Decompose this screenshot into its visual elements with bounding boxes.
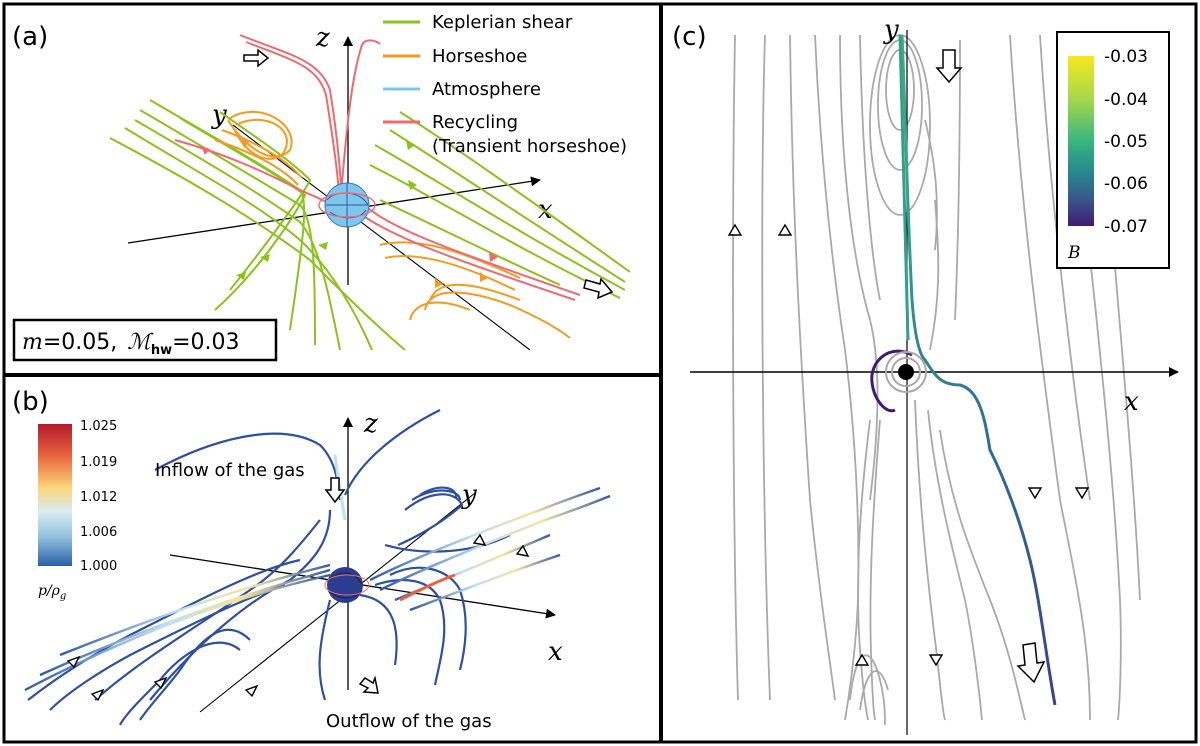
param-m-value: =0.05,: [43, 330, 117, 355]
svg-text:p/ρg: p/ρg: [38, 583, 66, 602]
panel-a-inflow-arrow: [243, 48, 270, 68]
param-mach-symbol: ℳ: [127, 330, 154, 355]
panel-c-direction-markers: [727, 223, 1090, 667]
inflow-annotation: Inflow of the gas: [155, 460, 305, 481]
panel-c-outflow-arrow: [1016, 642, 1046, 684]
panel-a-outflow-arrow: [583, 277, 614, 300]
panel-c-colorbar: [1068, 56, 1094, 226]
panel-c-y-label: y: [883, 15, 899, 45]
panel-b-direction-markers: [66, 533, 530, 702]
colorbar-b-tick-4: 1.000: [80, 559, 117, 574]
panel-c-colorbar-ticks: -0.03 -0.04 -0.05 -0.06 -0.07: [1104, 47, 1148, 237]
panel-c-recycling-path: [900, 34, 1057, 706]
panel-b-x-label: x: [548, 637, 563, 667]
panel-b-z-label: z: [363, 409, 378, 439]
panel-c-recycling-path-top: [898, 34, 910, 341]
recycling-streamlines: [174, 34, 581, 301]
colorbar-c-label: B: [1067, 243, 1081, 263]
panel-b-label: (b): [12, 387, 49, 417]
param-m-symbol: m: [22, 330, 43, 355]
panel-a-legend: Keplerian shear Horseshoe Atmosphere Rec…: [383, 12, 627, 157]
param-mach-sub: hw: [151, 343, 172, 358]
panel-b: (b) 1.025 1.019 1.012 1.006 1.000 p/ρg x…: [12, 387, 611, 732]
colorbar-b-tick-3: 1.006: [80, 525, 117, 540]
panel-c-x-label: x: [1124, 387, 1139, 417]
colorbar-c-tick-4: -0.07: [1104, 217, 1148, 237]
panel-c-planet: [885, 351, 927, 393]
panel-a-y-label: y: [211, 100, 227, 130]
colorbar-b-tick-2: 1.012: [80, 490, 117, 505]
outflow-annotation: Outflow of the gas: [326, 711, 492, 732]
params-box: m=0.05, ℳhw=0.03: [12, 318, 278, 362]
panel-b-inflow-arrow: [324, 477, 346, 504]
param-mach-value: =0.03: [172, 330, 239, 355]
panel-c-colorbar-box: -0.03 -0.04 -0.05 -0.06 -0.07 B: [1056, 31, 1170, 269]
colorbar-c-tick-3: -0.06: [1104, 174, 1148, 194]
panel-b-streamlines: [27, 409, 511, 726]
panel-c-label: (c): [672, 22, 707, 52]
svg-text:m=0.05,ℳhw=0.03: m=0.05, ℳhw=0.03: [22, 330, 240, 358]
colorbar-b-tick-0: 1.025: [80, 419, 117, 434]
panel-b-colorbar: [38, 424, 72, 566]
panel-b-y-label: y: [461, 480, 477, 510]
colorbar-c-tick-1: -0.04: [1104, 90, 1148, 110]
colorbar-b-label: p/ρ: [38, 583, 61, 599]
colorbar-b-label-sub: g: [60, 591, 66, 602]
legend-keplerian: Keplerian shear: [432, 12, 573, 33]
legend-atmosphere: Atmosphere: [432, 79, 541, 100]
panel-b-outflow-arrow: [358, 675, 379, 694]
colorbar-b-tick-1: 1.019: [80, 455, 117, 470]
panel-b-planet: [324, 567, 370, 603]
panel-a: (a) x y z: [12, 12, 631, 362]
panel-a-x-label: x: [538, 195, 553, 225]
panel-c-inflow-arrow: [935, 49, 963, 84]
panel-c-streamlines: [732, 34, 1141, 726]
panel-a-label: (a): [12, 22, 48, 52]
horseshoe-streamlines: [214, 110, 571, 339]
panel-b-colored-streamlines: [24, 454, 611, 692]
recycling-arrows: [201, 146, 498, 262]
panel-a-y-axis: [232, 124, 531, 351]
panel-a-z-label: z: [315, 23, 330, 53]
legend-recycling: Recycling: [432, 112, 518, 133]
legend-transient-horseshoe: (Transient horseshoe): [432, 136, 627, 157]
panel-c: (c): [672, 15, 1179, 735]
legend-horseshoe: Horseshoe: [432, 46, 527, 67]
colorbar-c-tick-0: -0.03: [1104, 47, 1148, 67]
colorbar-c-tick-2: -0.05: [1104, 132, 1148, 152]
keplerian-arrows: [236, 140, 417, 280]
panel-a-planet: [318, 182, 376, 228]
panel-b-colorbar-ticks: 1.025 1.019 1.012 1.006 1.000: [80, 419, 117, 574]
panel-c-dark-loop: [870, 349, 913, 413]
horseshoe-arrows: [240, 139, 488, 288]
